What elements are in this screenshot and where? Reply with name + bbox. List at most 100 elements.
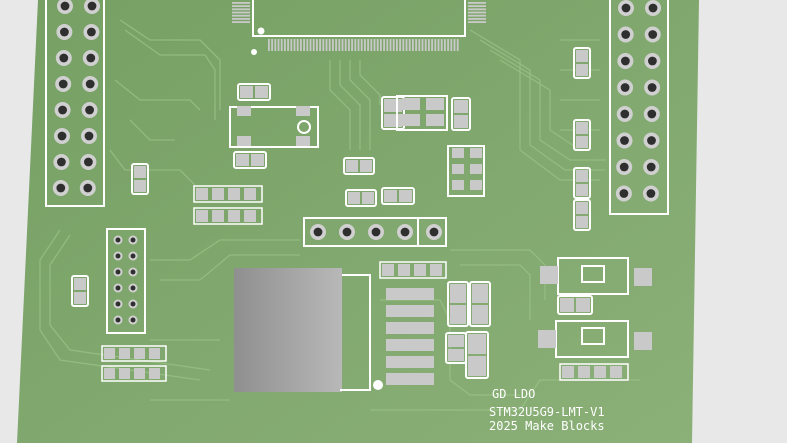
component-pad bbox=[149, 368, 160, 379]
component-pad bbox=[212, 188, 224, 200]
component-pad bbox=[468, 356, 486, 376]
header-pin-hole bbox=[647, 136, 656, 145]
component-pad bbox=[454, 100, 468, 113]
component-pad bbox=[452, 164, 464, 174]
component-pad bbox=[119, 348, 130, 359]
component-pad bbox=[348, 192, 360, 204]
component-outline bbox=[345, 189, 377, 207]
component-pad bbox=[74, 278, 86, 290]
header-pin-hole bbox=[87, 1, 97, 11]
component-outline bbox=[573, 47, 591, 79]
button-pad bbox=[538, 330, 556, 348]
header-pin-hole bbox=[648, 56, 657, 66]
mcu-pin bbox=[287, 39, 289, 51]
header-pin-hole bbox=[58, 105, 67, 115]
mcu-pin bbox=[348, 39, 350, 51]
mcu-pin bbox=[376, 39, 379, 51]
header-pin-hole bbox=[621, 56, 630, 66]
component-pad bbox=[134, 166, 146, 178]
ic-pad bbox=[426, 98, 444, 110]
component-pad bbox=[610, 366, 622, 378]
mcu-pin bbox=[415, 39, 417, 51]
mcu-pin bbox=[402, 39, 405, 51]
component-pad bbox=[399, 190, 412, 202]
component-pad bbox=[212, 210, 224, 222]
header-pin-hole bbox=[648, 3, 658, 13]
header-pin-hole bbox=[56, 183, 66, 193]
mcu-pin bbox=[303, 39, 305, 51]
mcu-pin bbox=[364, 39, 366, 51]
header-pin-hole bbox=[619, 189, 629, 198]
header-pin-hole bbox=[342, 227, 352, 237]
regulator-pad bbox=[386, 373, 434, 385]
component-pad bbox=[244, 188, 256, 200]
component-outline bbox=[557, 295, 593, 315]
component-outline bbox=[71, 275, 89, 307]
header-pin-hole bbox=[646, 189, 656, 198]
component-outline bbox=[233, 151, 267, 169]
mcu-pin bbox=[428, 39, 430, 51]
mcu-pin bbox=[300, 39, 302, 51]
header-pin-hole bbox=[86, 53, 96, 63]
component-pad bbox=[398, 264, 410, 276]
connector-pin-hole bbox=[115, 237, 121, 243]
component-outline bbox=[447, 145, 485, 197]
header-pin-hole bbox=[371, 227, 381, 237]
header-pin-hole bbox=[313, 227, 323, 237]
component-pad bbox=[430, 264, 442, 276]
mcu-pin bbox=[232, 14, 250, 17]
header-pin-hole bbox=[58, 79, 68, 89]
mcu-pin bbox=[319, 39, 321, 51]
mcu-pin bbox=[453, 39, 456, 51]
mcu-pin bbox=[408, 39, 411, 51]
component-pad bbox=[384, 114, 402, 127]
mcu-pin bbox=[332, 39, 334, 51]
header-pin-hole bbox=[57, 157, 66, 167]
header-pin-hole bbox=[87, 27, 96, 37]
header-1x5 bbox=[303, 217, 447, 247]
component-pad bbox=[74, 292, 86, 304]
button-pad bbox=[540, 266, 558, 284]
button-pad bbox=[634, 332, 652, 350]
regulator-pad bbox=[386, 305, 434, 317]
component-pad bbox=[382, 264, 394, 276]
mcu-pin bbox=[316, 39, 318, 51]
connector-pin-hole bbox=[130, 317, 136, 323]
mcu-pin bbox=[399, 39, 401, 51]
mcu-lqfp bbox=[232, 0, 486, 55]
mcu-pin bbox=[232, 8, 250, 11]
mcu-pin bbox=[440, 39, 443, 51]
mcu-pin bbox=[280, 39, 283, 51]
component-outline bbox=[343, 157, 375, 175]
mcu-pin bbox=[296, 39, 299, 51]
header-pin-hole bbox=[59, 53, 69, 63]
mcu-pin bbox=[468, 5, 486, 7]
mcu-pin bbox=[392, 39, 395, 51]
ic-pad bbox=[426, 114, 444, 126]
regulator-silk bbox=[340, 274, 371, 391]
mcu-pin bbox=[268, 39, 270, 51]
dot-icon bbox=[373, 380, 383, 390]
component-pad bbox=[236, 154, 249, 166]
component-pad bbox=[134, 180, 146, 192]
component-pad bbox=[578, 366, 590, 378]
component-pad bbox=[452, 148, 464, 158]
mcu-pin bbox=[437, 39, 440, 51]
component-pad bbox=[384, 190, 397, 202]
header-pin-hole bbox=[647, 109, 657, 119]
component-outline bbox=[573, 199, 591, 231]
header-pin-hole bbox=[84, 157, 93, 167]
component-outline bbox=[469, 281, 491, 327]
mcu-pin bbox=[328, 39, 331, 51]
mcu-pin bbox=[444, 39, 446, 51]
mcu-pin bbox=[341, 39, 344, 51]
mcu-pin bbox=[360, 39, 363, 51]
mcu-pin bbox=[431, 39, 433, 51]
component-pad bbox=[414, 264, 426, 276]
mcu-pin bbox=[418, 39, 421, 51]
component-pad bbox=[104, 348, 115, 359]
component-pad bbox=[576, 184, 588, 196]
component-outline bbox=[131, 163, 149, 195]
mcu-pin bbox=[386, 39, 389, 51]
